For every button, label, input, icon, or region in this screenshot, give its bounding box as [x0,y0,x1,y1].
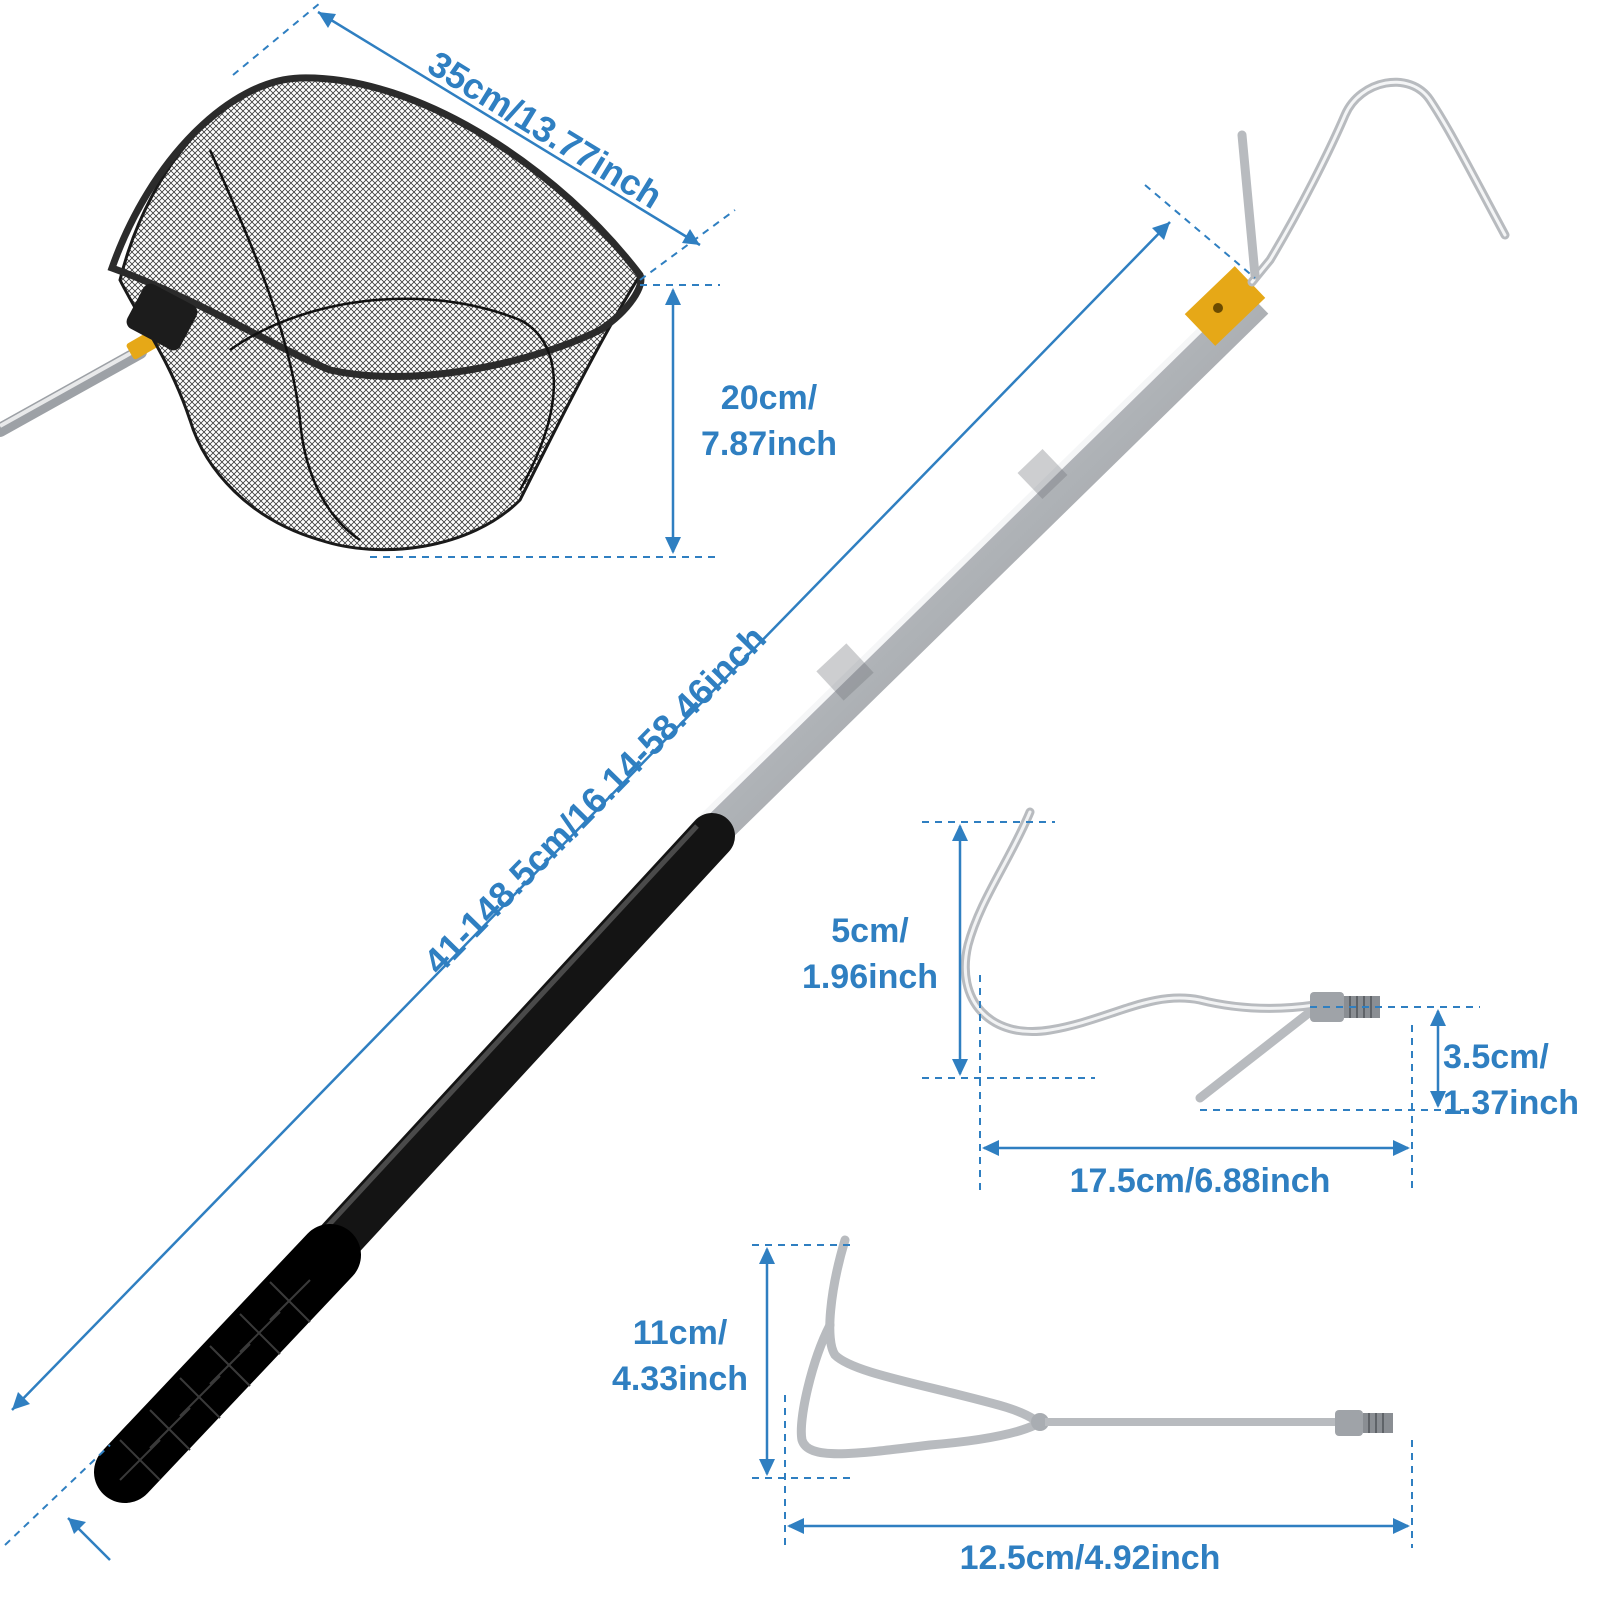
net-seam [229,297,556,491]
pole-section-3 [691,286,1269,852]
gaff-hook [1247,77,1510,287]
dimension-pole-length [4,184,1256,1561]
fork-prong-top [825,1235,1040,1425]
fork-fitting [1335,1410,1363,1436]
net-pole-highlight [0,346,141,428]
dimension-hook-height [922,821,1095,1079]
dimension-net-depth [370,284,720,558]
fork-height-text-2: 4.33inch [611,1360,749,1398]
net-depth-text-2: 7.87inch [700,425,838,463]
hook-height-label: 5cm/ 1.96inch [790,908,950,1000]
net-depth-text-1: 20cm/ [720,379,818,417]
fork-height-label: 11cm/ 4.33inch [590,1310,770,1402]
net-rim [107,74,645,380]
pole-joint [1017,449,1068,499]
grip-texture [119,1279,311,1481]
net-seam [208,149,361,542]
pole-section-shade [691,286,1269,852]
net-depth-label: 20cm/ 7.87inch [684,375,854,467]
fork-thread-lines [1368,1413,1384,1433]
dimension-hook-thread [1200,1006,1480,1111]
fork-height-text-1: 11cm/ [632,1314,728,1352]
telescopic-gaff-pole [94,77,1510,1503]
pole-gold-collar [1184,266,1266,346]
fork-length-text: 12.5cm/4.92inch [959,1539,1221,1577]
hook-wire-highlight [963,810,1317,1033]
pole-highlight [690,285,1246,829]
hook-height-text-1: 5cm/ [831,912,909,950]
dimension-fork-height [752,1244,850,1479]
fork-joint [1031,1413,1049,1431]
hook-length-label: 17.5cm/6.88inch [1000,1158,1400,1204]
net-yoke [126,283,198,351]
gaff-hook-highlight [1250,80,1507,284]
fork-length-label: 12.5cm/4.92inch [890,1535,1290,1581]
hook-height-text-2: 1.96inch [801,958,939,996]
hook-thread-label: 3.5cm/ 1.37inch [1443,1034,1598,1126]
dimension-fork-length [784,1395,1413,1548]
fork-thread [1363,1413,1393,1433]
dimension-hook-length [979,975,1413,1190]
gaff-spike [1237,130,1260,280]
hook-length-text: 17.5cm/6.88inch [1069,1162,1331,1200]
hook-wire [960,807,1320,1036]
fork-attachment [796,1235,1393,1459]
pole-joint [816,643,874,701]
hook-thread-text-2: 1.37inch [1443,1084,1580,1122]
net-pole [0,345,147,437]
collar-screw [1213,303,1223,313]
hook-attachment [960,807,1380,1103]
landing-net [0,74,645,552]
dimension-net-width [232,2,736,281]
fork-prong-bottom [796,1320,1040,1459]
hook-spike [1195,1007,1315,1103]
hook-thread-text-1: 3.5cm/ [1443,1038,1549,1076]
